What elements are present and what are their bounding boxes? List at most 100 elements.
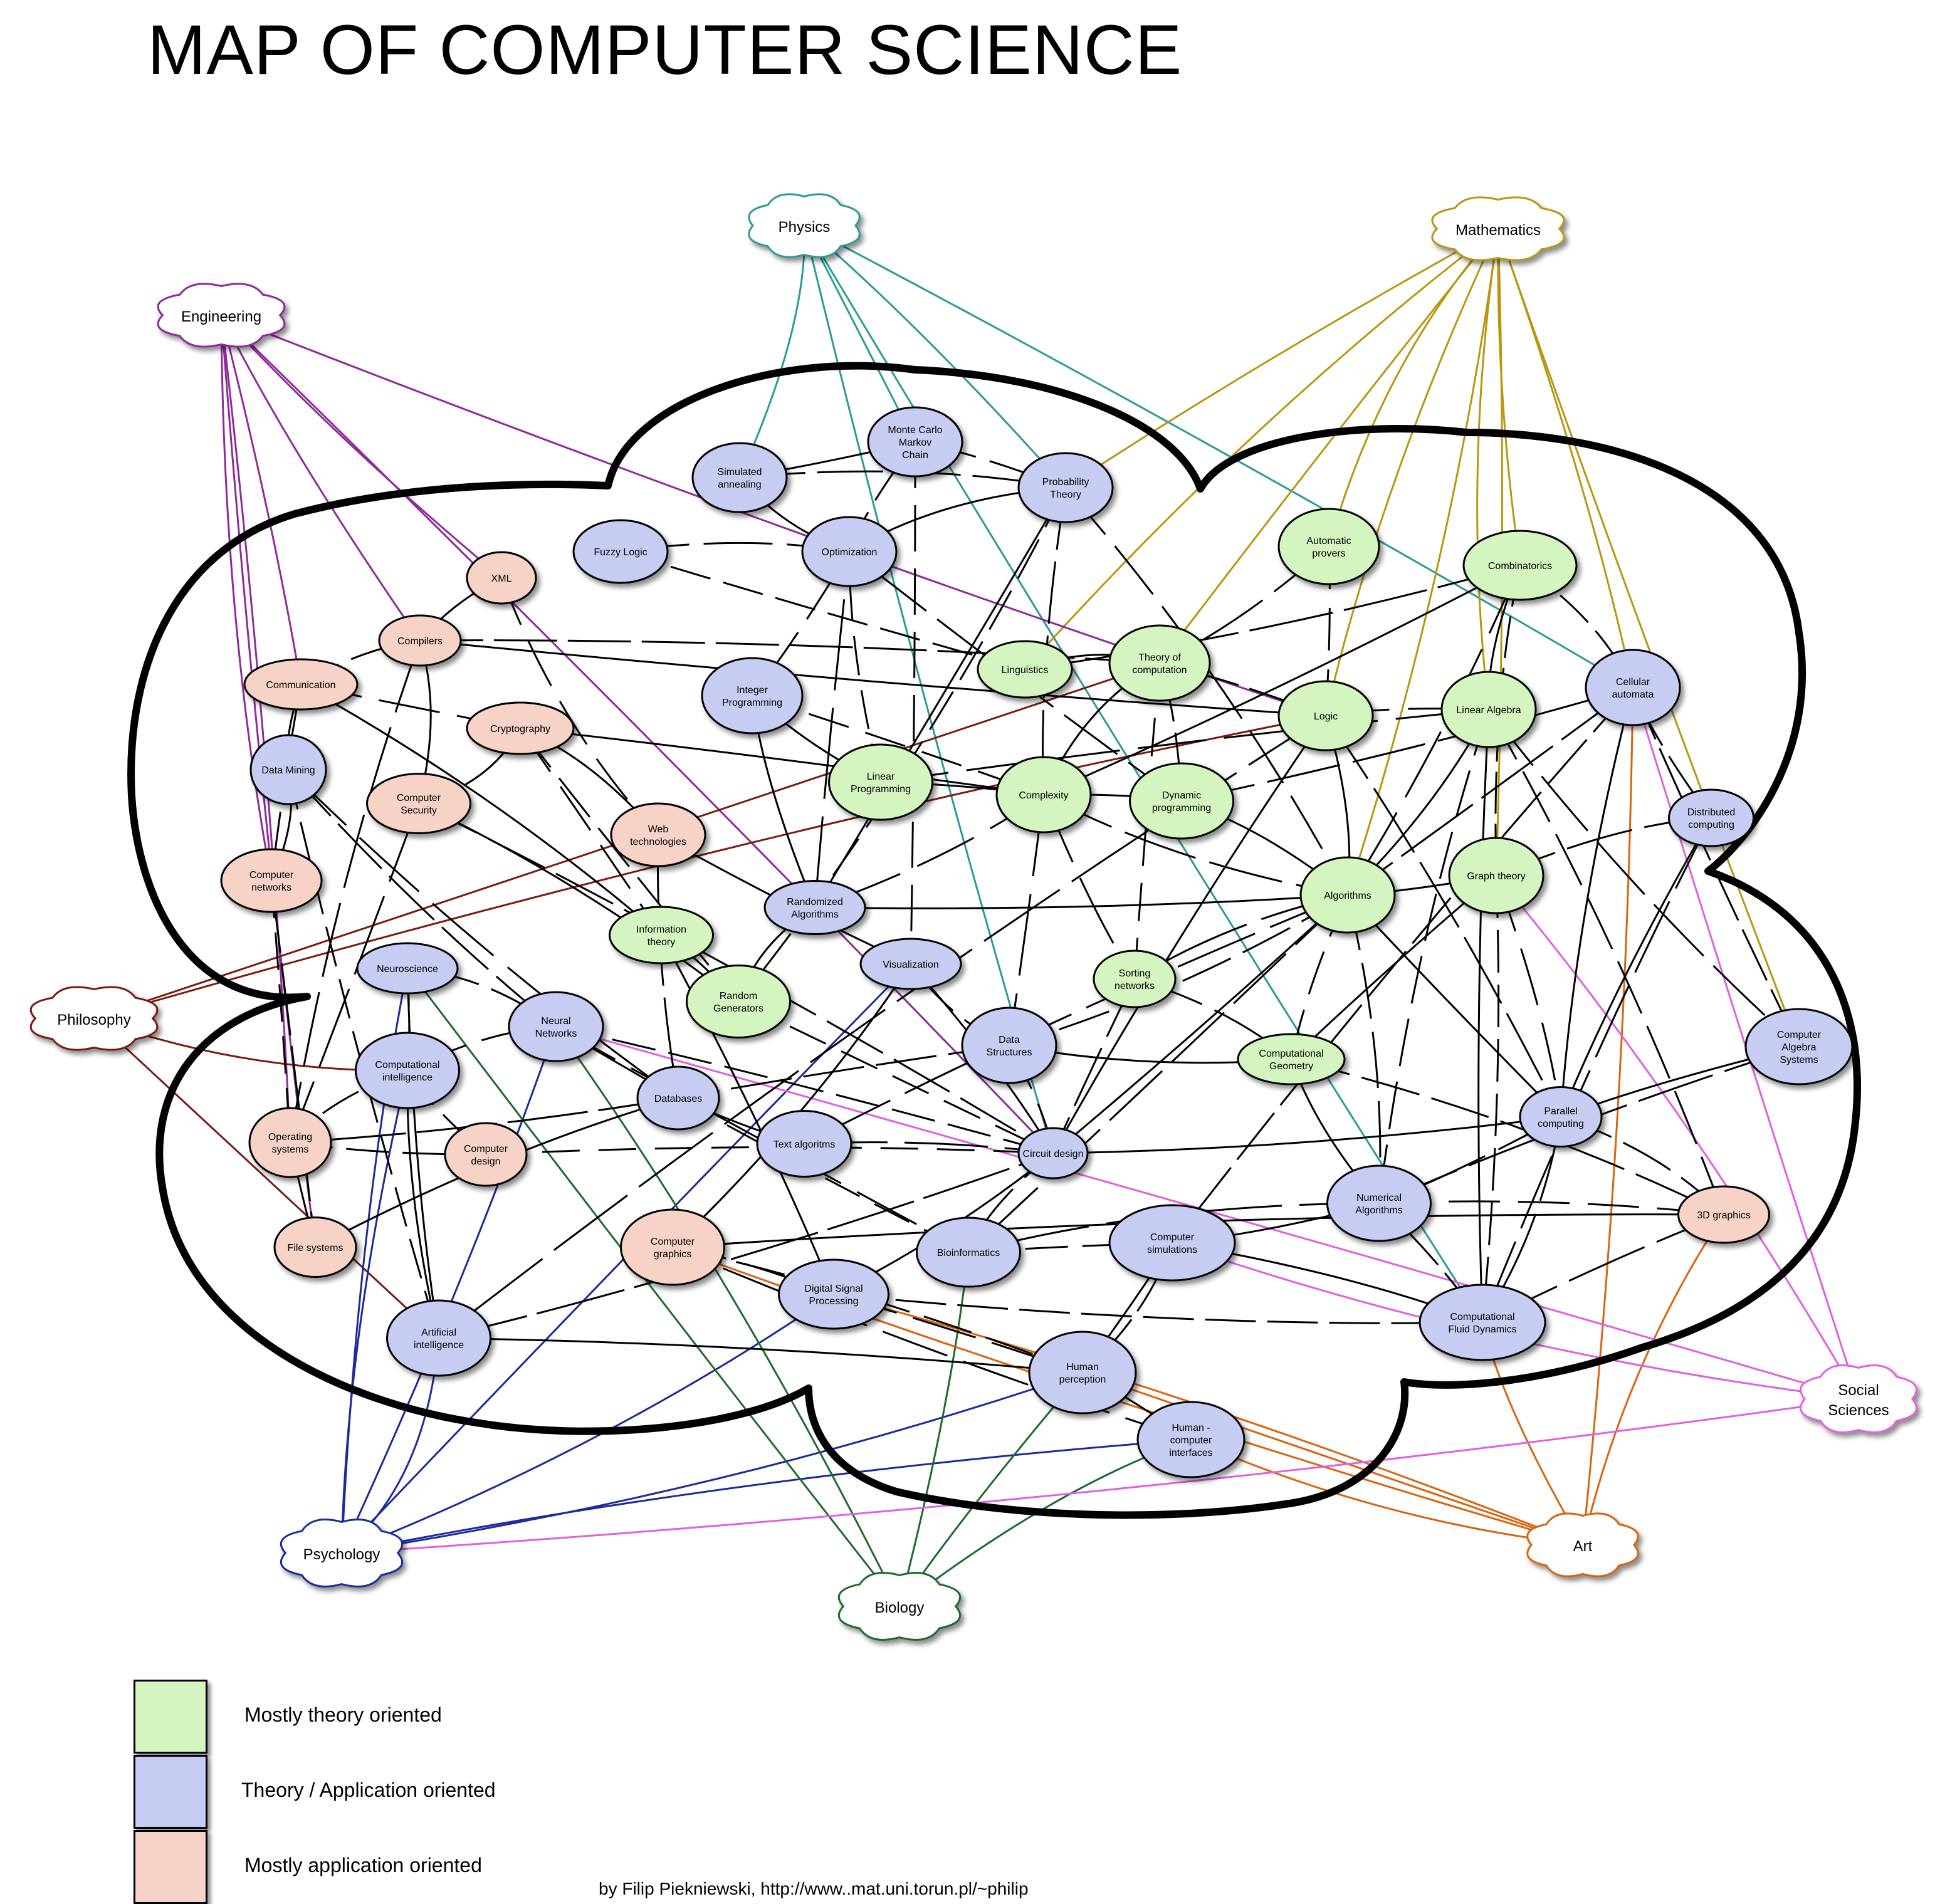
topic-link <box>1052 1116 1561 1154</box>
topic-link <box>289 640 421 1143</box>
node-label: Probability <box>1042 477 1089 488</box>
topic-link <box>738 1000 1054 1154</box>
topic-link <box>287 769 440 1339</box>
node-label: Computer <box>464 1144 508 1154</box>
node-label: Linear Algebra <box>1456 705 1521 716</box>
node-label: Numerical <box>1356 1193 1402 1203</box>
node-label: annealing <box>718 479 761 490</box>
cloud-label: Art <box>1573 1538 1593 1555</box>
node-label: Computer <box>1150 1232 1195 1243</box>
cloud-label: Engineering <box>181 308 261 325</box>
psychology-link <box>341 1371 1083 1554</box>
node-label: Simulated <box>717 467 762 478</box>
node-label: Processing <box>809 1296 858 1307</box>
topic-link <box>672 1246 1192 1441</box>
legend-label-theory-application: Theory / Application oriented <box>241 1779 496 1801</box>
node-label: Dynamic <box>1162 790 1201 801</box>
psychology-link <box>340 1026 557 1554</box>
node-label: Combinatorics <box>1488 561 1552 572</box>
node-label: Computational <box>375 1060 439 1070</box>
psychology-link <box>341 1293 834 1554</box>
topic-link <box>1181 686 1633 802</box>
node-label: Monte Carlo <box>888 425 942 436</box>
node-label: Integer <box>737 685 768 696</box>
cloud-label: Physics <box>779 219 831 236</box>
node-label: File systems <box>288 1243 343 1253</box>
data-mining-node: Data Mining <box>249 734 327 805</box>
topic-link <box>1632 687 1800 1047</box>
topic-link <box>1064 487 1349 896</box>
visualization-node: Visualization <box>859 938 962 990</box>
node-label: computing <box>1688 820 1734 830</box>
node-label: interfaces <box>1169 1448 1212 1458</box>
cloud-label: Mathematics <box>1455 222 1541 239</box>
node-label: Neural <box>541 1016 570 1027</box>
engineering-link <box>220 315 273 881</box>
node-label: Parallel <box>1544 1106 1577 1117</box>
combinatorics-node: Combinatorics <box>1462 530 1578 601</box>
legend-label-application: Mostly application oriented <box>244 1854 482 1876</box>
node-label: Communication <box>266 680 335 691</box>
algorithms-node: Algorithms <box>1299 856 1396 934</box>
topic-link <box>1052 894 1349 1154</box>
mathematics-cloud: Mathematics <box>1431 196 1565 261</box>
topic-link <box>300 683 662 936</box>
node-label: Programming <box>851 784 911 795</box>
topic-link <box>1346 565 1521 896</box>
node-label: Algebra <box>1781 1042 1816 1053</box>
mathematics-link <box>1324 228 1499 716</box>
node-label: Optimization <box>822 547 878 558</box>
credit-line: by Filip Piekniewski, http://www..mat.un… <box>599 1879 1029 1898</box>
node-label: Cellular <box>1616 677 1650 688</box>
node-label: Computer <box>249 870 294 881</box>
topic-link <box>910 441 916 965</box>
topic-link <box>1346 894 1382 1204</box>
philosophy-link <box>93 714 1326 1020</box>
legend-swatch-theory-application <box>134 1755 207 1829</box>
topic-link <box>1043 564 1521 796</box>
neuroscience-node: Neuroscience <box>356 942 459 995</box>
compilers-node: Compilers <box>378 614 462 667</box>
topic-link <box>1560 817 1712 1117</box>
node-label: design <box>471 1156 500 1167</box>
node-label: technologies <box>630 837 686 847</box>
communication-node: Communication <box>243 658 359 711</box>
topic-link <box>967 894 1349 1253</box>
node-label: networks <box>1114 981 1155 991</box>
node-label: Computer <box>397 793 441 803</box>
circuit-design-node: Circuit design <box>1017 1127 1089 1180</box>
psychology-link <box>340 1070 409 1554</box>
node-label: Randomized <box>787 897 843 908</box>
node-label: Human <box>1066 1362 1099 1373</box>
engineering-link <box>220 314 502 579</box>
node-label: Theory <box>1050 489 1081 500</box>
node-label: Computer <box>651 1237 695 1247</box>
node-label: Computational <box>1450 1312 1514 1322</box>
legend-swatch-application <box>134 1830 207 1904</box>
topic-link <box>1560 687 1634 1117</box>
topic-link <box>406 968 440 1339</box>
computer-science-boundary <box>127 362 1861 1519</box>
engineering-cloud: Engineering <box>157 283 286 348</box>
topic-link <box>1378 709 1490 1204</box>
node-label: Compilers <box>397 636 443 647</box>
topic-link <box>814 487 1067 908</box>
node-label: Security <box>401 805 437 816</box>
text-algorithms-node: Text algoritms <box>756 1110 852 1178</box>
topic-link <box>406 1070 440 1339</box>
topic-link <box>1009 894 1348 1047</box>
node-label: Logic <box>1314 711 1338 722</box>
node-label: Databases <box>654 1094 703 1104</box>
